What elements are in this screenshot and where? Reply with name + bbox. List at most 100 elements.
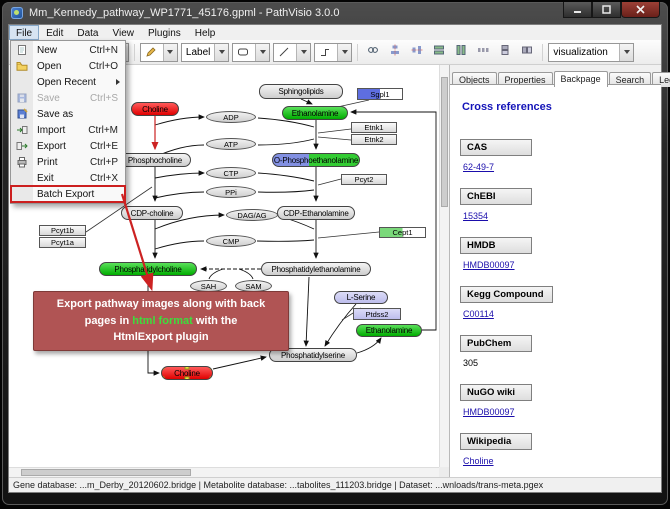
window-titlebar[interactable]: Mm_Kennedy_pathway_WP1771_45176.gpml - P…: [2, 2, 668, 24]
node-cept1[interactable]: Cept1: [379, 227, 426, 238]
menu-help[interactable]: Help: [194, 27, 216, 39]
node-o-phosphoethanolamine[interactable]: O-Phosphoethanolamine: [272, 153, 360, 167]
node-ethanolamine-top[interactable]: Ethanolamine: [282, 106, 348, 120]
match-width-button[interactable]: [429, 42, 449, 62]
section-header-nugo-wiki[interactable]: NuGO wiki: [460, 384, 532, 401]
node-dag[interactable]: DAG/AG: [226, 209, 278, 221]
line-combo[interactable]: [273, 42, 312, 62]
node-phosphocholine[interactable]: Phosphocholine: [119, 153, 191, 167]
xref-link-wikipedia[interactable]: Choline: [463, 456, 494, 466]
section-header-chebi[interactable]: ChEBI: [460, 188, 532, 205]
minimize-button[interactable]: [563, 2, 592, 18]
node-sgpl1[interactable]: Sgpl1: [357, 88, 403, 100]
scrollbar-thumb[interactable]: [441, 77, 448, 207]
scrollbar-thumb[interactable]: [21, 469, 191, 476]
tab-legend[interactable]: Legend: [652, 72, 670, 87]
node-cmp[interactable]: CMP: [206, 235, 256, 247]
menu-data[interactable]: Data: [77, 27, 99, 39]
tab-search[interactable]: Search: [608, 72, 652, 87]
node-atp[interactable]: ATP: [206, 138, 256, 150]
connector-combo[interactable]: [314, 42, 353, 62]
tab-properties[interactable]: Properties: [497, 72, 553, 87]
selection-handle[interactable]: [209, 367, 212, 370]
section-header-kegg-compound[interactable]: Kegg Compound: [460, 286, 553, 303]
xref-link-kegg-compound[interactable]: C00114: [463, 309, 494, 319]
canvas-vertical-scrollbar[interactable]: [439, 65, 449, 467]
section-header-hmdb[interactable]: HMDB: [460, 237, 532, 254]
selection-handle[interactable]: [209, 376, 212, 379]
node-label: SAH: [200, 281, 217, 291]
connector-icon: [315, 44, 337, 61]
pencil-combo[interactable]: [139, 42, 178, 62]
node-pcyt2[interactable]: Pcyt2: [341, 174, 387, 185]
backpage-section-cas: CAS 62-49-7: [460, 137, 651, 172]
match-height-button[interactable]: [451, 42, 471, 62]
node-phosphatidylcholine[interactable]: Phosphatidylcholine: [99, 262, 197, 276]
chevron-down-icon[interactable]: [214, 43, 229, 61]
selection-handle[interactable]: [162, 376, 165, 379]
node-ptdss2[interactable]: Ptdss2: [353, 308, 401, 320]
selection-handle[interactable]: [184, 376, 190, 379]
node-phosphatidylethanolamine[interactable]: Phosphatidylethanolamine: [261, 262, 371, 276]
node-label: CMP: [222, 236, 240, 246]
space-horizontal-button[interactable]: [473, 42, 493, 62]
chevron-down-icon[interactable]: [619, 43, 634, 61]
chevron-down-icon[interactable]: [337, 43, 352, 61]
selection-handle[interactable]: [162, 367, 165, 370]
label-combo[interactable]: Label: [180, 42, 230, 62]
align-middle-button[interactable]: [407, 42, 427, 62]
xref-link-hmdb[interactable]: HMDB00097: [463, 260, 515, 270]
menu-item-batch-export[interactable]: Batch Export: [10, 185, 126, 203]
xref-link-nugo-wiki[interactable]: HMDB00097: [463, 407, 515, 417]
node-sphingolipids[interactable]: Sphingolipids: [259, 84, 343, 99]
xref-link-chebi[interactable]: 15354: [463, 211, 489, 221]
stack-horizontal-button[interactable]: [517, 42, 537, 62]
menu-item-save-as[interactable]: Save as: [11, 106, 125, 122]
node-choline-top[interactable]: Choline: [131, 102, 179, 116]
menu-file[interactable]: File: [9, 25, 40, 40]
node-pcyt1a[interactable]: Pcyt1a: [39, 237, 86, 248]
selection-handle[interactable]: [184, 367, 190, 370]
canvas-horizontal-scrollbar[interactable]: [9, 467, 439, 477]
node-l-serine[interactable]: L-Serine: [334, 291, 388, 304]
menu-item-open-recent[interactable]: Open Recent: [11, 74, 125, 90]
section-header-wikipedia[interactable]: Wikipedia: [460, 433, 532, 450]
node-etnk1[interactable]: Etnk1: [351, 122, 397, 133]
node-choline-bottom[interactable]: Choline: [161, 366, 213, 380]
node-adp[interactable]: ADP: [206, 111, 256, 123]
tab-objects[interactable]: Objects: [452, 72, 497, 87]
align-center-button[interactable]: [385, 42, 405, 62]
tab-backpage[interactable]: Backpage: [553, 71, 608, 87]
match-width-icon: [433, 43, 445, 61]
menu-view[interactable]: View: [112, 27, 134, 39]
chevron-down-icon[interactable]: [162, 43, 177, 61]
section-header-pubchem[interactable]: PubChem: [460, 335, 532, 352]
chevron-down-icon[interactable]: [296, 43, 311, 61]
menu-plugins[interactable]: Plugins: [147, 27, 181, 39]
xref-link-cas[interactable]: 62-49-7: [463, 162, 495, 172]
link-button[interactable]: [363, 42, 383, 62]
node-ctp[interactable]: CTP: [206, 167, 256, 179]
visualization-combo[interactable]: visualization: [548, 42, 635, 62]
node-pcyt1b[interactable]: Pcyt1b: [39, 225, 86, 236]
section-header-cas[interactable]: CAS: [460, 139, 532, 156]
node-etnk2[interactable]: Etnk2: [351, 134, 397, 145]
annotation-callout: Export pathway images along with back pa…: [33, 291, 289, 351]
node-ppi[interactable]: PPi: [206, 186, 256, 198]
shape-combo[interactable]: [232, 42, 271, 62]
node-cdp-ethanolamine[interactable]: CDP-Ethanolamine: [277, 206, 355, 220]
stack-vertical-button[interactable]: [495, 42, 515, 62]
close-button[interactable]: [621, 2, 660, 18]
node-ethanolamine-bottom[interactable]: Ethanolamine: [356, 324, 422, 337]
menu-edit[interactable]: Edit: [46, 27, 64, 39]
chevron-down-icon[interactable]: [255, 43, 270, 61]
node-cdp-choline[interactable]: CDP-choline: [121, 206, 183, 220]
maximize-button[interactable]: [592, 2, 621, 18]
